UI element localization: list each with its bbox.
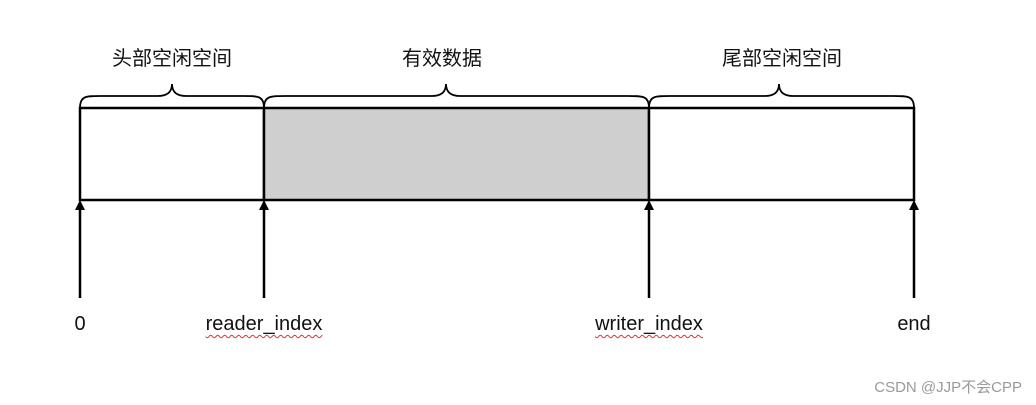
tail-free-label: 尾部空闲空间 [722, 46, 842, 70]
tail-free-brace [648, 83, 915, 109]
valid-data-label: 有效数据 [402, 46, 482, 70]
index-label-reader-index: reader_index [205, 313, 323, 335]
tail-free-segment [647, 106, 916, 202]
watermark-text: CSDN @JJP不会CPP [874, 379, 1022, 396]
pointer-arrow-end [909, 200, 919, 298]
pointer-arrow-reader-index [259, 200, 269, 298]
pointer-arrow-writer-index [644, 200, 654, 298]
valid-data-segment [262, 106, 651, 202]
head-free-segment [78, 106, 266, 202]
index-label-end: end [897, 313, 931, 335]
head-free-label: 头部空闲空间 [112, 46, 232, 70]
valid-data-brace [263, 83, 650, 109]
index-label-writer-index: writer_index [595, 313, 703, 335]
head-free-brace [79, 83, 265, 109]
pointer-arrow-start [75, 200, 85, 298]
index-label-zero: 0 [74, 313, 86, 335]
